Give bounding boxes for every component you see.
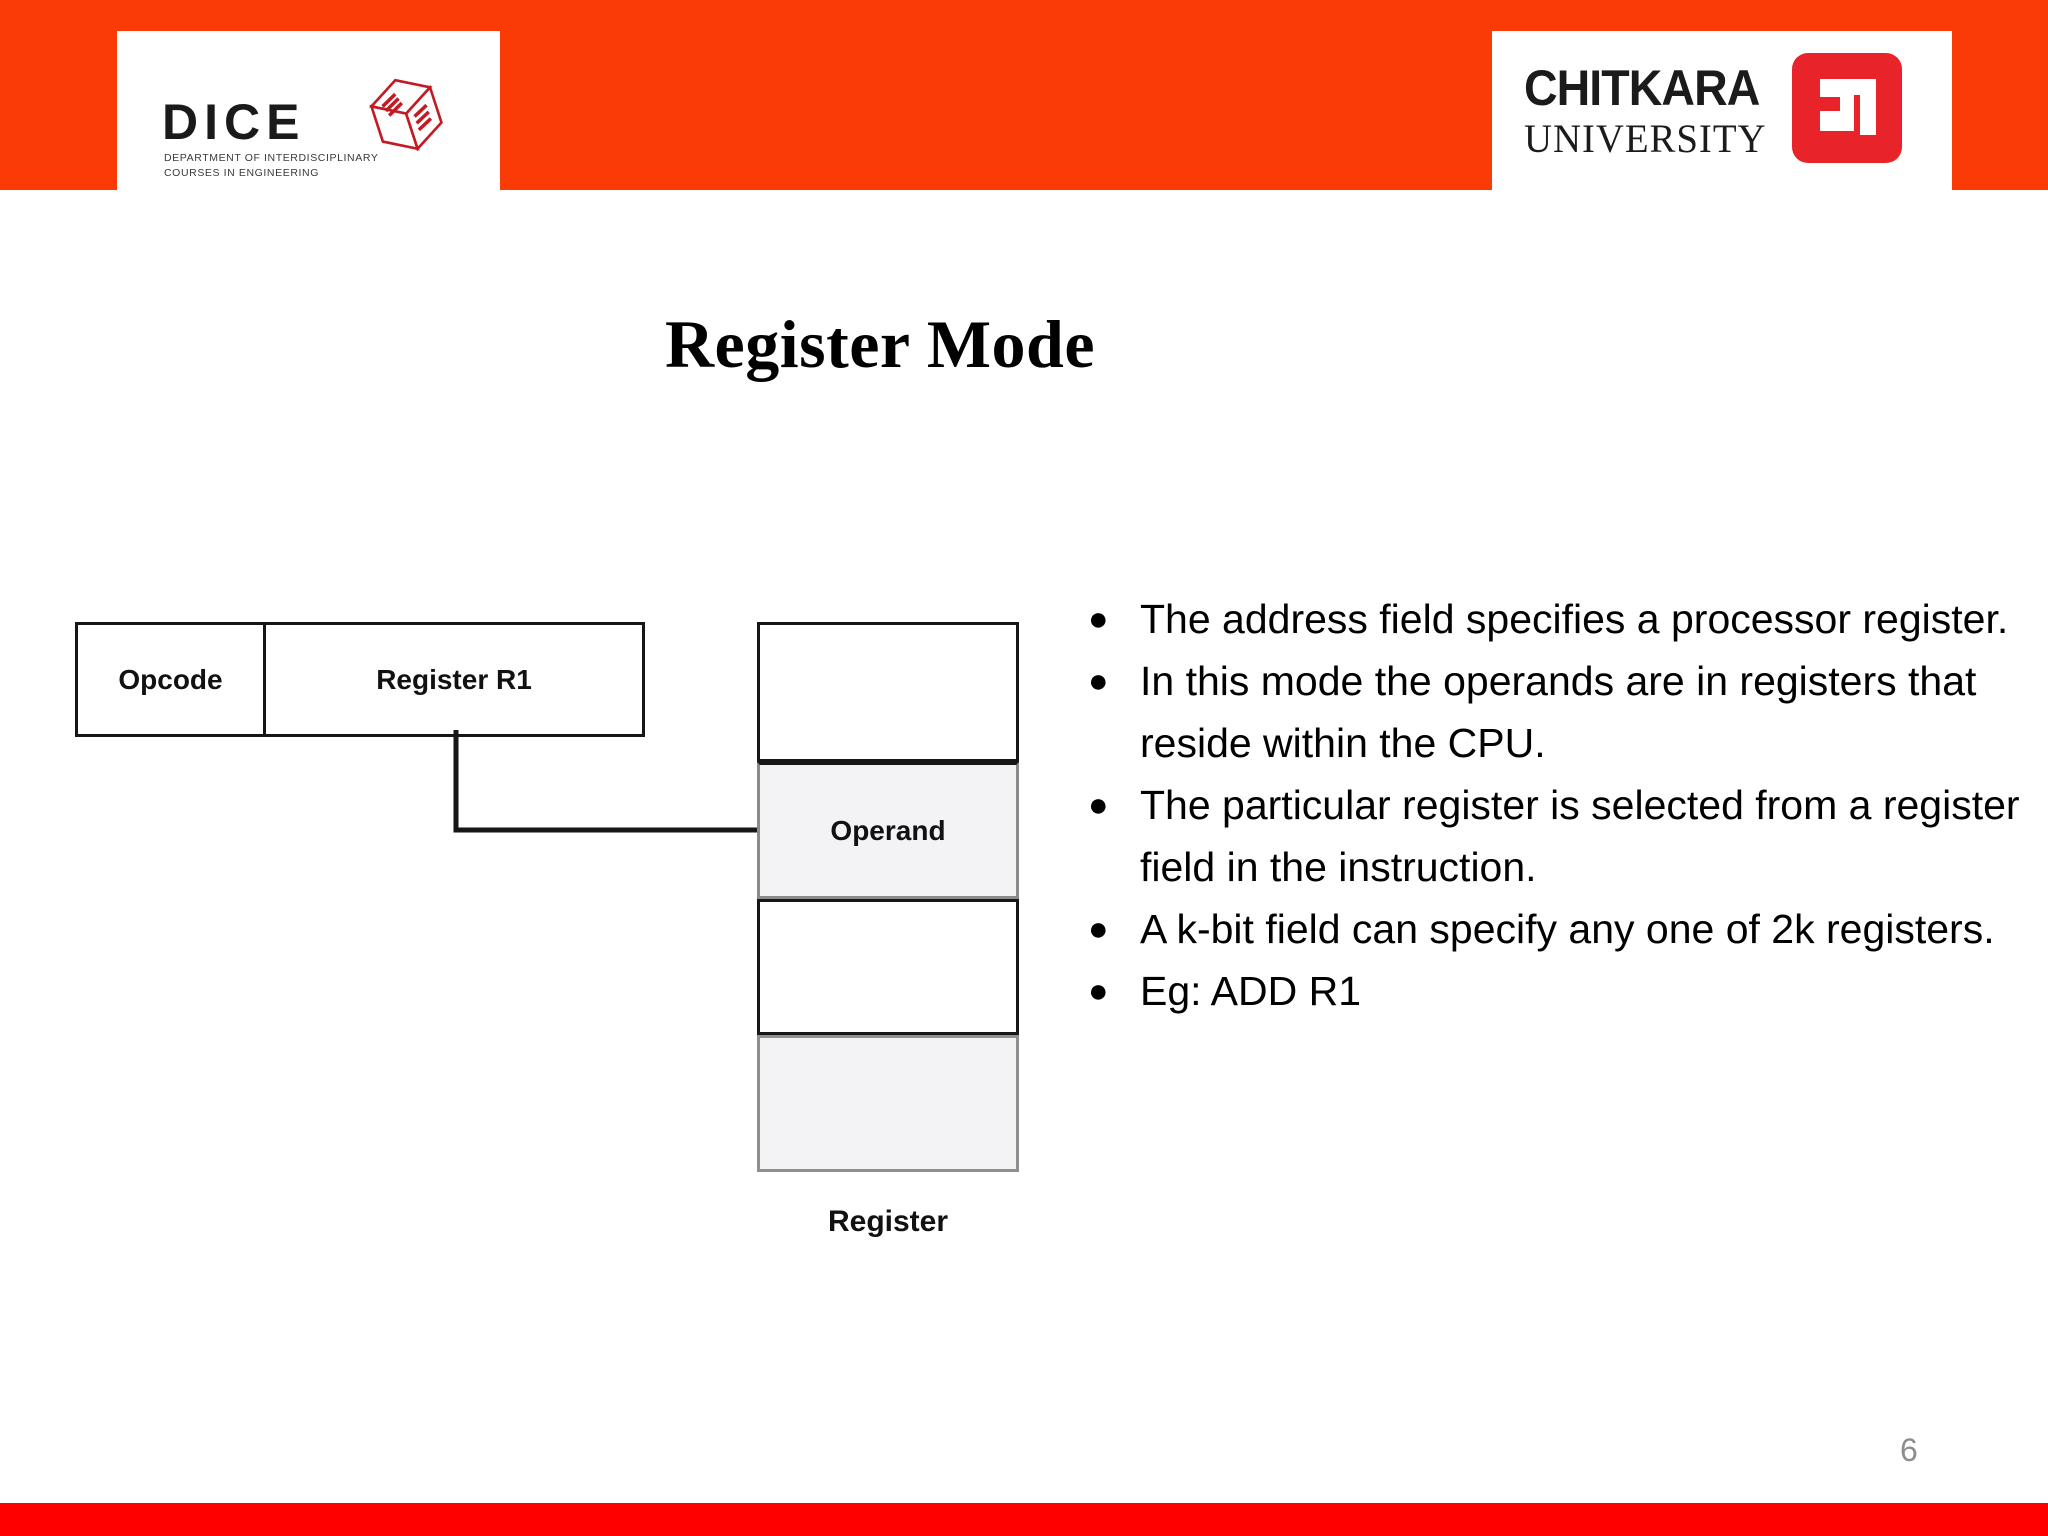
dice-tagline: DEPARTMENT OF INTERDISCIPLINARY COURSES … (164, 152, 379, 180)
chitkara-university-logo: CHITKARA UNIVERSITY (1492, 31, 1952, 193)
dice-wordmark: DICE (162, 94, 306, 150)
bullet-marker-icon: ● (1088, 786, 1109, 824)
register-cell (757, 1035, 1019, 1172)
instruction-format-box: Opcode Register R1 (75, 622, 645, 737)
bullet-marker-icon: ● (1088, 972, 1109, 1010)
bullet-marker-icon: ● (1088, 600, 1109, 638)
chitkara-subtitle: UNIVERSITY (1524, 116, 1767, 161)
page-number: 6 (1900, 1432, 1918, 1468)
list-item-text: A k-bit field can specify any one of 2k … (1140, 906, 1995, 952)
opcode-field: Opcode (78, 625, 266, 734)
register-cell (757, 899, 1019, 1035)
connector-arrow-icon (453, 730, 787, 847)
list-item: ● In this mode the operands are in regis… (1078, 650, 2038, 774)
dice-logo: DICE DEPARTMENT OF INTERDISCIPLINARY COU… (117, 31, 500, 199)
register-cell (757, 622, 1019, 762)
bullet-list: ● The address field specifies a processo… (1078, 588, 2038, 1022)
chitkara-arrow-mark-icon (1792, 53, 1902, 163)
register-file-diagram: Operand (757, 622, 1019, 1172)
list-item-text: The particular register is selected from… (1140, 782, 2020, 890)
page-title: Register Mode (664, 306, 1096, 382)
register-caption: Register (827, 1205, 949, 1238)
register-field: Register R1 (376, 663, 532, 695)
bullet-marker-icon: ● (1088, 662, 1109, 700)
list-item: ● The particular register is selected fr… (1078, 774, 2038, 898)
register-cell-operand: Operand (757, 762, 1019, 899)
bottom-red-bar (0, 1503, 2048, 1536)
list-item-text: Eg: ADD R1 (1140, 968, 1362, 1014)
dice-cube-icon (368, 78, 443, 152)
bullet-marker-icon: ● (1088, 910, 1109, 948)
list-item-text: In this mode the operands are in registe… (1140, 658, 1977, 766)
chitkara-name: CHITKARA (1524, 60, 1760, 116)
list-item: ● Eg: ADD R1 (1078, 960, 2038, 1022)
list-item-text: The address field specifies a processor … (1140, 596, 2009, 642)
list-item: ● The address field specifies a processo… (1078, 588, 2038, 650)
list-item: ● A k-bit field can specify any one of 2… (1078, 898, 2038, 960)
